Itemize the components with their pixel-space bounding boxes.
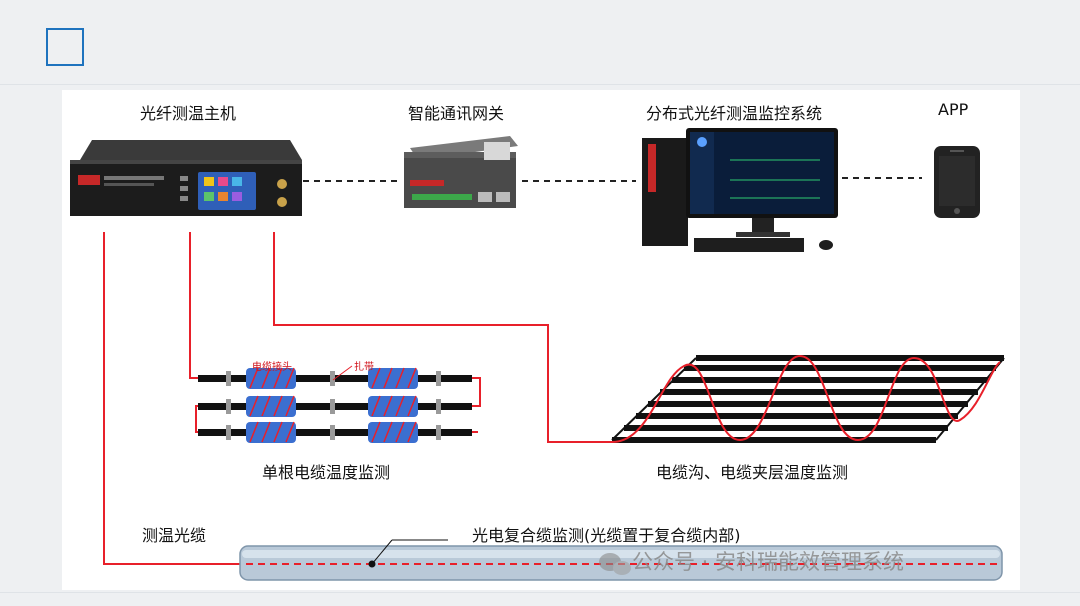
background-line [0, 592, 1080, 593]
corner-checkbox [46, 28, 84, 66]
gateway-label: 智能通讯网关 [408, 104, 505, 123]
trench-fiber-line [273, 232, 612, 443]
sensing-fiber-line [103, 232, 240, 565]
wechat-icon [599, 553, 631, 575]
joint-fiber-wrap [249, 367, 417, 443]
monitoring-system-pc-icon [642, 128, 838, 252]
system-label: 分布式光纤测温监控系统 [646, 104, 823, 123]
composite-label: 光电复合缆监测(光缆置于复合缆内部) [472, 526, 741, 545]
smartphone-icon [934, 146, 980, 218]
app-label: APP [938, 100, 969, 119]
single-cable-label: 单根电缆温度监测 [262, 463, 391, 482]
tie-pointer [332, 365, 353, 381]
cable-joint-marks [246, 368, 418, 443]
composite-cable [239, 539, 1003, 581]
watermark-text: 公众号 · 安科瑞能效管理系统 [632, 550, 905, 574]
trench-fiber-wave [611, 354, 1001, 443]
tie-marks [226, 371, 441, 440]
gateway-device-icon [404, 136, 518, 208]
tie-annotation: 扎带 [354, 362, 374, 373]
sensing-fiber-label: 测温光缆 [142, 526, 207, 545]
cable-joint-annotation: 电缆接头 [252, 362, 292, 373]
host-label: 光纤测温主机 [140, 104, 237, 123]
trench-label: 电缆沟、电缆夹层温度监测 [656, 463, 849, 482]
single-cable-fiber-line [189, 232, 481, 433]
background-line [0, 84, 1080, 85]
host-device-icon [70, 140, 302, 216]
